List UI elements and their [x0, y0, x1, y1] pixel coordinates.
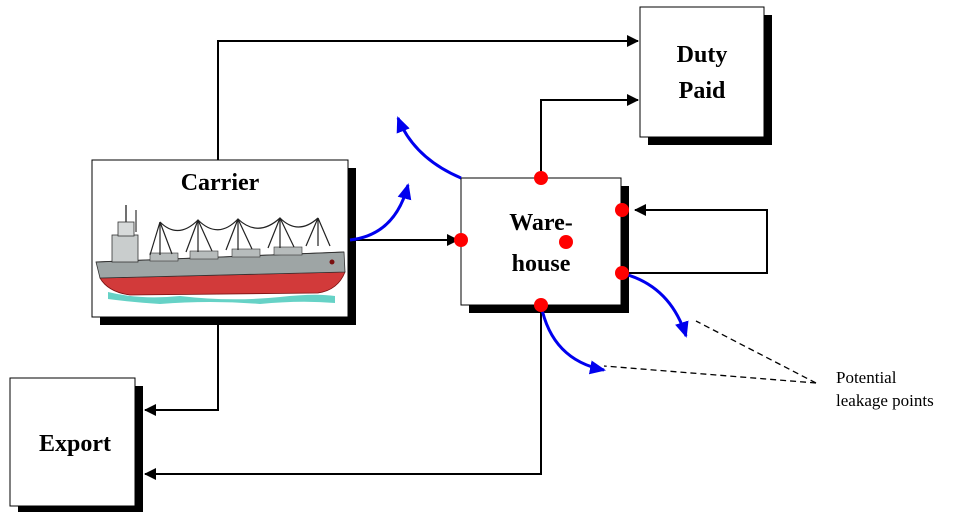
warehouse-label-line2: house	[512, 251, 571, 277]
annotation-line1: Potential	[836, 368, 897, 387]
duty-paid-label-line1: Duty	[677, 42, 728, 68]
duty-paid-node: Duty Paid	[640, 7, 772, 145]
duty-paid-box	[640, 7, 764, 137]
export-node: Export	[10, 378, 143, 512]
leakage-arrow-carrier-outflow	[350, 185, 408, 240]
annotation-line2: leakage points	[836, 391, 934, 410]
flow-warehouse-loop	[622, 210, 767, 273]
leakage-point-warehouse-bottom	[534, 298, 548, 312]
leakage-arrow-warehouse-right	[621, 273, 686, 336]
leakage-point-warehouse-top	[534, 171, 548, 185]
flow-carrier-to-export	[145, 322, 218, 410]
warehouse-label-line1: Ware-	[509, 210, 573, 236]
warehouse-box	[461, 178, 621, 305]
warehouse-node: Ware- house	[461, 178, 629, 313]
leakage-point-warehouse-left	[454, 233, 468, 247]
flow-warehouse-to-export	[145, 305, 541, 474]
leakage-point-warehouse-center	[559, 235, 573, 249]
carrier-label: Carrier	[181, 170, 260, 196]
leakage-arrow-warehouse-top-left	[398, 118, 461, 178]
annotation-callout-lines	[604, 321, 816, 383]
leakage-point-warehouse-right-upper	[615, 203, 629, 217]
leakage-point-warehouse-right-lower	[615, 266, 629, 280]
duty-paid-label-line2: Paid	[679, 78, 726, 104]
leakage-arrow-warehouse-bottom	[541, 305, 604, 370]
carrier-node: Carrier	[92, 160, 356, 325]
flow-warehouse-to-duty-paid	[541, 100, 638, 178]
export-label: Export	[39, 431, 111, 457]
